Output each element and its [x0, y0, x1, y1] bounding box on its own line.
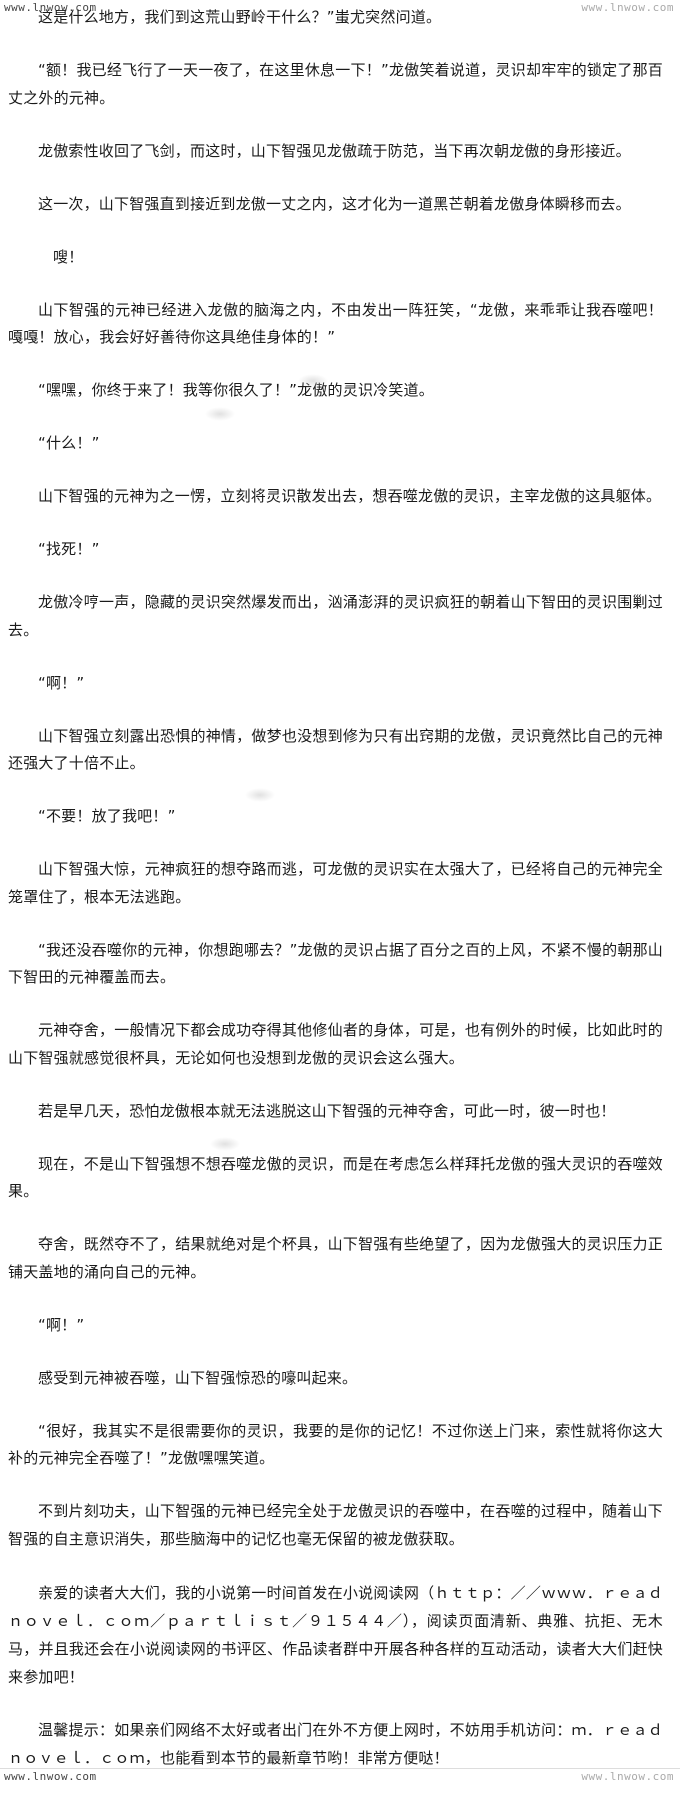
paragraph: 元神夺舍，一般情况下都会成功夺得其他修仙者的身体，可是，也有例外的时候，比如此时… [8, 1021, 663, 1067]
paragraph: “啊！” [38, 673, 85, 692]
paragraph: 山下智强的元神已经进入龙傲的脑海之内，不由发出一阵狂笑，“龙傲，来乖乖让我吞噬吧… [8, 300, 663, 347]
promo-tip-paragraph: 温馨提示：如果亲们网络不太好或者出门在外不方便上网时，不妨用手机访问：ｍ．ｒｅａ… [8, 1721, 663, 1767]
paragraph: “不要！放了我吧！” [38, 807, 176, 825]
paragraph: 这是什么地方，我们到这荒山野岭干什么？”蚩尤突然问道。 [38, 8, 442, 26]
watermark-top-left: www.lnwow.com [4, 1, 97, 14]
watermark-top-right: www.lnwow.com [581, 1, 674, 14]
paragraph: 龙傲索性收回了飞剑，而这时，山下智强见龙傲疏于防范，当下再次朝龙傲的身形接近。 [38, 141, 631, 160]
footer-divider [0, 1768, 680, 1769]
chapter-text: 这是什么地方，我们到这荒山野岭干什么？”蚩尤突然问道。 “额！我已经飞行了一天一… [8, 4, 663, 1798]
watermark-bottom-right: www.lnwow.com [581, 1770, 674, 1783]
paragraph: 现在，不是山下智强想不想吞噬龙傲的灵识，而是在考虑怎么样拜托龙傲的强大灵识的吞噬… [8, 1154, 663, 1201]
paragraph: “什么！” [38, 434, 100, 452]
promo-paragraph: 亲爱的读者大大们，我的小说第一时间首发在小说阅读网（ｈｔｔｐ：／／ｗｗｗ．ｒｅａ… [8, 1583, 663, 1686]
paragraph: 感受到元神被吞噬，山下智强惊恐的嚎叫起来。 [38, 1368, 358, 1387]
paragraph: 夺舍，既然夺不了，结果就绝对是个杯具，山下智强有些绝望了，因为龙傲强大的灵识压力… [8, 1235, 663, 1281]
watermark-bottom-left: www.lnwow.com [4, 1770, 97, 1783]
paragraph: “很好，我其实不是很需要你的灵识，我要的是你的记忆！不过你送上门来，索性就将你这… [8, 1421, 663, 1468]
paragraph: “啊！” [38, 1315, 85, 1334]
paragraph: 龙傲冷哼一声，隐藏的灵识突然爆发而出，汹涌澎湃的灵识疯狂的朝着山下智田的灵识围剿… [8, 593, 663, 639]
paragraph: 不到片刻功夫，山下智强的元神已经完全处于龙傲灵识的吞噬中，在吞噬的过程中，随着山… [8, 1502, 663, 1548]
paragraph: “额！我已经飞行了一天一夜了，在这里休息一下！”龙傲笑着说道，灵识却牢牢的锁定了… [8, 61, 663, 107]
paragraph: “嘿嘿，你终于来了！我等你很久了！”龙傲的灵识冷笑道。 [38, 381, 434, 399]
paragraph: 山下智强大惊，元神疯狂的想夺路而逃，可龙傲的灵识实在太强大了，已经将自己的元神完… [8, 860, 663, 906]
paragraph: 这一次，山下智强直到接近到龙傲一丈之内，这才化为一道黑芒朝着龙傲身体瞬移而去。 [38, 194, 631, 213]
paragraph: “我还没吞噬你的元神，你想跑哪去？”龙傲的灵识占据了百分之百的上风，不紧不慢的朝… [8, 940, 663, 987]
paragraph: 若是早几天，恐怕龙傲根本就无法逃脱这山下智强的元神夺舍，可此一时，彼一时也！ [38, 1101, 616, 1120]
paragraph: 嗖！ [53, 247, 84, 266]
paragraph: “找死！” [38, 540, 100, 558]
paragraph: 山下智强立刻露出恐惧的神情，做梦也没想到修为只有出窍期的龙傲，灵识竟然比自己的元… [8, 726, 663, 773]
paragraph: 山下智强的元神为之一愣，立刻将灵识散发出去，想吞噬龙傲的灵识，主宰龙傲的这具躯体… [38, 487, 662, 505]
